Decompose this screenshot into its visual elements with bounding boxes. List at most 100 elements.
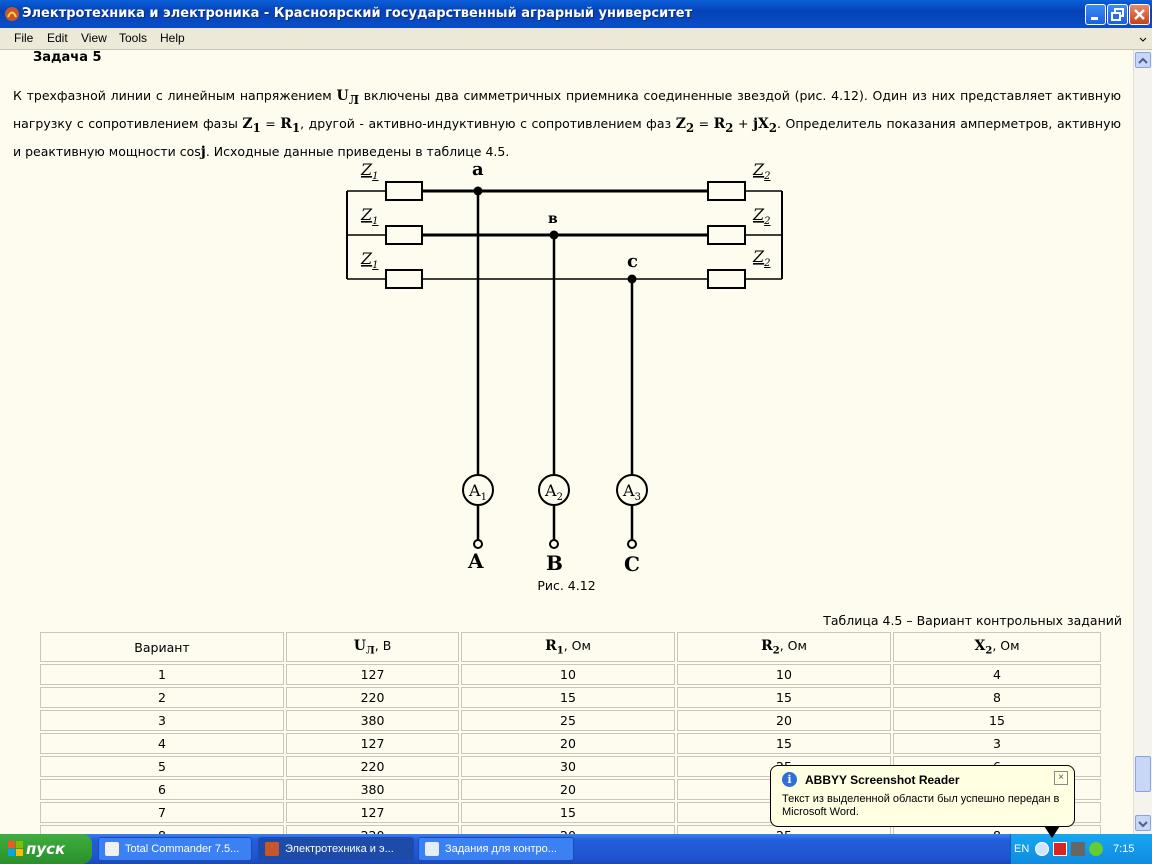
close-icon (1134, 9, 1145, 20)
col-header-ul: UЛ, В (286, 632, 459, 662)
word-icon (425, 842, 439, 856)
table-header-row: Вариант UЛ, В R1, Ом R2, Ом X2, Ом (40, 632, 1101, 662)
vertical-scrollbar[interactable] (1133, 50, 1152, 834)
chevron-up-icon (1138, 57, 1148, 64)
symbol-j: j (200, 143, 206, 160)
system-tray: EN 7:15 (1010, 834, 1152, 864)
node-a (473, 186, 483, 196)
total-commander-icon (105, 842, 119, 856)
ammeter-a3 (616, 474, 648, 506)
svg-text:A1: A1 (468, 481, 487, 503)
menu-help[interactable]: Help (160, 31, 185, 45)
browser-icon (265, 842, 279, 856)
balloon-title: ABBYY Screenshot Reader (805, 773, 960, 787)
window-title: Электротехника и электроника - Красноярс… (22, 6, 693, 21)
window-titlebar: Электротехника и электроника - Красноярс… (0, 0, 1152, 28)
svg-text:Z2: Z2 (752, 247, 771, 269)
symbol-z1: Z1 (242, 115, 261, 135)
scroll-down-button[interactable] (1135, 815, 1151, 831)
task-browser[interactable]: Электротехника и э... (258, 837, 414, 861)
menu-edit[interactable]: Edit (47, 31, 68, 45)
app-icon (5, 7, 19, 21)
para-text: К трехфазной линии с линейным напряжение… (13, 88, 337, 103)
col-header-r2: R2, Ом (677, 632, 891, 662)
menu-file[interactable]: File (14, 31, 34, 45)
menu-tools[interactable]: Tools (119, 31, 148, 45)
resistor-z2-c (707, 269, 746, 289)
col-header-r1: R1, Ом (461, 632, 675, 662)
antivirus-icon[interactable] (1089, 842, 1103, 856)
symbol-u: UЛ (336, 88, 359, 107)
task-total-commander[interactable]: Total Commander 7.5... (98, 837, 252, 861)
tray-expand-icon[interactable] (1035, 842, 1049, 856)
windows-logo-icon (8, 841, 23, 856)
balloon-close-button[interactable]: × (1054, 771, 1068, 785)
abbyy-tray-icon[interactable] (1053, 842, 1067, 856)
clock[interactable]: 7:15 (1113, 843, 1135, 855)
resistor-z1-a (385, 181, 423, 201)
terminal-label-c: C (624, 552, 640, 576)
label-b: в (548, 211, 558, 227)
col-header-variant: Вариант (40, 632, 284, 662)
svg-text:A2: A2 (544, 481, 563, 503)
svg-text:Z2: Z2 (752, 160, 771, 182)
minimize-icon (1091, 17, 1098, 20)
para-text: . Исходные данные приведены в таблице 4.… (205, 143, 510, 159)
ammeter-a2 (538, 474, 570, 506)
svg-text:A3: A3 (622, 481, 641, 503)
chevron-down-icon (1138, 821, 1148, 828)
svg-text:Z2: Z2 (752, 205, 771, 227)
notification-balloon[interactable]: i ABBYY Screenshot Reader × Текст из выд… (770, 765, 1075, 838)
document-view: Задача 5 К трехфазной линии с линейным н… (0, 50, 1133, 834)
symbol-r2: R2 (713, 115, 734, 135)
label-c: c (627, 251, 638, 272)
terminal-label-b: B (546, 551, 563, 575)
resistor-z1-c (385, 269, 423, 289)
terminal-b (549, 539, 559, 549)
start-button[interactable]: пуск (0, 834, 92, 864)
node-c (627, 274, 637, 284)
info-icon: i (782, 772, 797, 787)
col-header-x2: X2, Ом (893, 632, 1101, 662)
minimize-button[interactable] (1085, 4, 1106, 25)
taskbar: пуск Total Commander 7.5... Электротехни… (0, 834, 1152, 864)
terminal-c (627, 539, 637, 549)
symbol-jx2: jX2 (752, 115, 778, 135)
resistor-z2-b (707, 225, 746, 245)
task-paragraph: К трехфазной линии с линейным напряжение… (13, 88, 1122, 160)
chevron-down-icon[interactable] (1139, 37, 1147, 43)
network-icon[interactable] (1071, 842, 1085, 856)
close-button[interactable] (1129, 4, 1150, 25)
table-caption: Таблица 4.5 – Вариант контрольных задани… (823, 613, 1122, 628)
svg-text:Z1: Z1 (360, 160, 379, 182)
symbol-r1: R1 (280, 115, 301, 135)
para-text: . Определитель показания амперметров, ак… (13, 115, 1122, 159)
terminal-label-a: A (467, 549, 484, 573)
symbol-z2: Z2 (675, 115, 695, 135)
task-word[interactable]: Задания для контро... (418, 837, 574, 861)
resistor-z1-b (385, 225, 423, 245)
restore-button[interactable] (1107, 4, 1128, 25)
para-text: , другой - активно-индуктивную с сопроти… (300, 115, 676, 131)
balloon-text: Текст из выделенной области был успешно … (782, 793, 1060, 818)
circuit-diagram: Z1 Z1 Z1 Z2 Z2 Z2 a в c A1 A2 A3 A B C (346, 159, 783, 576)
svg-text:Z1: Z1 (360, 249, 379, 271)
language-indicator[interactable]: EN (1014, 843, 1030, 855)
ammeter-a1 (462, 474, 494, 506)
para-text: включены два симметричных приемника соед… (13, 88, 1121, 131)
figure-caption: Рис. 4.12 (537, 578, 596, 593)
resistor-z2-a (707, 181, 746, 201)
menu-bar: File Edit View Tools Help (0, 28, 1152, 50)
scroll-thumb[interactable] (1135, 756, 1151, 792)
scroll-up-button[interactable] (1135, 52, 1151, 68)
restore-icon (1111, 8, 1124, 21)
menu-view[interactable]: View (81, 31, 107, 45)
label-a: a (472, 159, 484, 180)
balloon-tail (1044, 826, 1060, 838)
terminal-a (473, 539, 483, 549)
